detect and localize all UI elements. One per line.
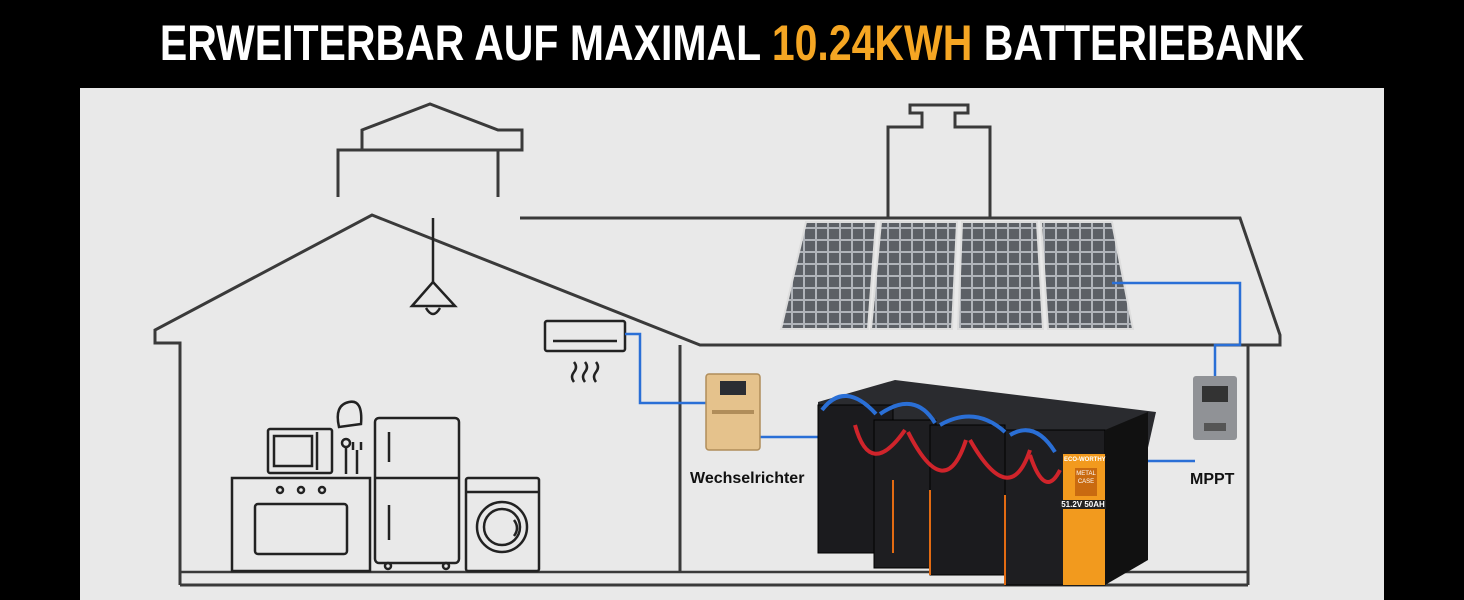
dc-wiring <box>625 281 1242 463</box>
page-title: ERWEITERBAR AUF MAXIMAL 10.24KWH BATTERI… <box>132 14 1332 72</box>
battery-brand: ECO-WORTHY <box>1064 457 1106 463</box>
battery-badge: METAL CASE <box>1076 471 1096 485</box>
oven-icon <box>230 476 372 573</box>
title-suffix: BATTERIEBANK <box>983 15 1305 71</box>
title-prefix: ERWEITERBAR AUF MAXIMAL <box>159 15 761 71</box>
battery-spec: 51.2V 50AH <box>1060 500 1106 509</box>
microwave-icon <box>266 427 334 475</box>
title-banner: ERWEITERBAR AUF MAXIMAL 10.24KWH BATTERI… <box>0 0 1464 88</box>
refrigerator-icon <box>373 416 461 571</box>
ceiling-lamp-icon <box>409 218 458 316</box>
air-conditioner-icon <box>543 319 627 383</box>
battery-cables <box>820 393 1062 484</box>
kitchen-utensils-icon <box>336 400 363 474</box>
title-highlight: 10.24KWH <box>771 15 973 71</box>
mppt-label: MPPT <box>1190 471 1235 488</box>
inverter-label: Wechselrichter <box>690 470 805 487</box>
washing-machine-icon <box>464 476 541 573</box>
battery-bank <box>817 380 1156 586</box>
solar-panels <box>779 221 1135 330</box>
inverter-unit <box>705 373 761 451</box>
mppt-controller <box>1193 376 1237 440</box>
